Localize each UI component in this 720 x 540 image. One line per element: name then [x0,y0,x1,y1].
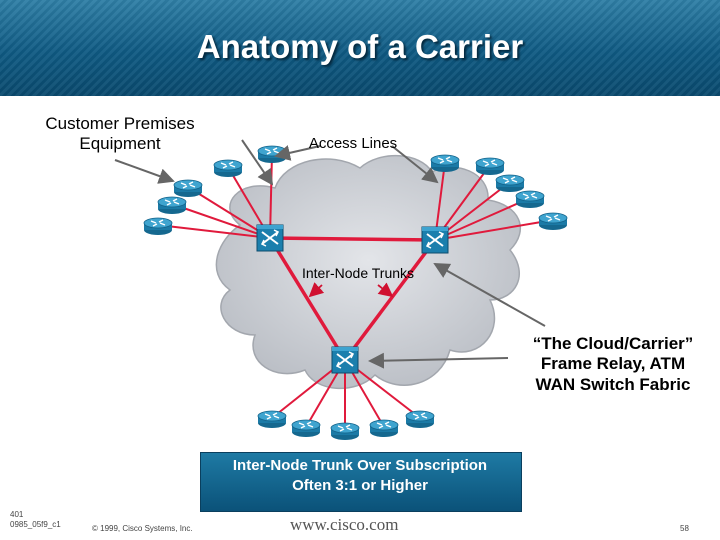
router-icon [538,212,568,231]
access-lines-label: Access Lines [308,135,398,152]
cpe-label: Customer Premises Equipment [45,114,195,153]
router-icon [405,410,435,429]
router-icon [430,154,460,173]
title-bar [0,0,720,96]
cloud-label-line1: “The Cloud/Carrier” [532,334,694,353]
note-line2: Often 3:1 or Higher [292,476,428,494]
note-line1: Inter-Node Trunk Over Subscription [232,457,488,474]
slide-code-line2: 0985_05f9_c1 [10,519,61,529]
cisco-url: www.cisco.com [290,515,399,534]
router-icon [173,179,203,198]
page-number: 58 [680,524,689,533]
slide-code: 401 0985_05f9_c1 [10,510,61,529]
cloud-label-line3: WAN Switch Fabric [535,374,691,394]
router-icon [495,174,525,193]
carrier-cloud [215,155,521,389]
router-icon [257,410,287,429]
router-icon [369,419,399,438]
oversubscription-note: Inter-Node Trunk Over Subscription Often… [200,456,520,495]
router-icon [291,419,321,438]
router-icon [475,157,505,176]
wan-switch-icon [331,346,359,374]
inter-node-trunks [268,236,437,362]
router-icon [213,159,243,178]
router-icon [143,217,173,236]
inter-node-trunks-label: Inter-Node Trunks [301,265,415,281]
slide-code-line1: 401 [10,510,24,519]
wan-switch-icon [256,224,284,252]
cloud-carrier-label: “The Cloud/Carrier” Frame Relay, ATM WAN… [508,334,718,395]
router-icon [157,196,187,215]
copyright: © 1999, Cisco Systems, Inc. [92,524,193,533]
trunk-callout-arrows [308,282,394,298]
oversubscription-box [200,452,522,512]
cloud-label-line2: Frame Relay, ATM [540,354,686,374]
slide-title: Anatomy of a Carrier [196,28,524,65]
router-icon [330,422,360,441]
router-icon [515,190,545,209]
callout-arrows [114,139,546,369]
wan-switch-icon [421,226,449,254]
